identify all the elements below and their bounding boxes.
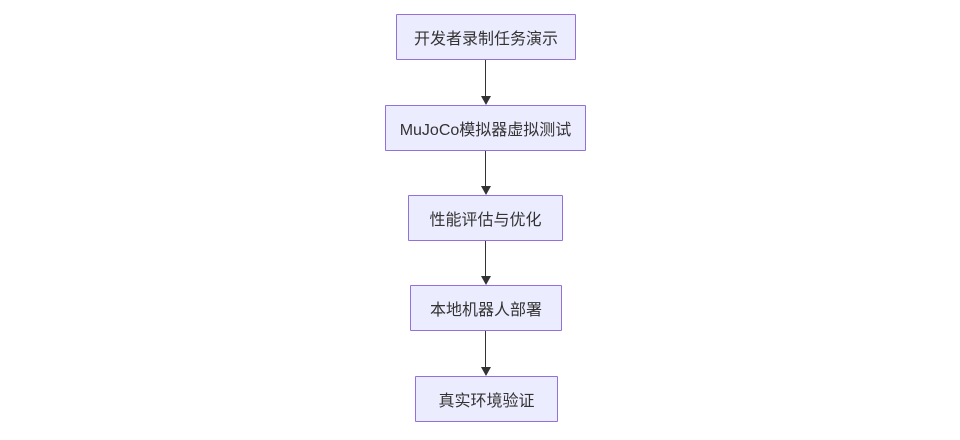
arrow-line	[484, 331, 487, 367]
flow-arrow-4	[480, 331, 491, 376]
flow-node-label: 本地机器人部署	[429, 302, 542, 319]
flow-arrow-2	[480, 151, 491, 195]
flow-node-local-deploy: 本地机器人部署	[410, 285, 562, 331]
flow-node-mujoco-test: MuJoCo模拟器虚拟测试	[385, 105, 586, 151]
arrow-head-icon	[480, 96, 491, 105]
flow-arrow-1	[480, 60, 491, 105]
flow-node-label: 开发者录制任务演示	[413, 31, 558, 48]
arrow-head-icon	[480, 186, 491, 195]
arrow-line	[484, 151, 487, 186]
arrow-line	[484, 241, 487, 276]
arrow-head-icon	[480, 367, 491, 376]
flow-node-label: MuJoCo模拟器虚拟测试	[399, 122, 572, 139]
arrow-head-icon	[480, 276, 491, 285]
flow-arrow-3	[480, 241, 491, 285]
flow-node-real-env-verify: 真实环境验证	[415, 376, 558, 422]
flow-node-label: 性能评估与优化	[429, 212, 542, 229]
flow-node-performance-eval: 性能评估与优化	[408, 195, 563, 241]
flow-node-developer-record: 开发者录制任务演示	[396, 14, 576, 60]
flow-node-label: 真实环境验证	[438, 393, 535, 410]
arrow-line	[484, 60, 487, 96]
